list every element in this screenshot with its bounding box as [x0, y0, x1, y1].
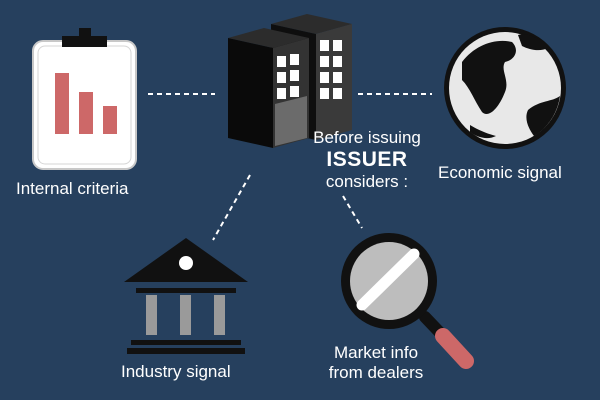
issuer-caption-line3: considers : [325, 171, 409, 191]
internal-criteria-label: Internal criteria [16, 179, 129, 198]
market-info-label: Market info from dealers [314, 343, 438, 382]
issuer-caption: Before issuing ISSUER considers : [300, 128, 434, 191]
clipboard-bar-2 [79, 92, 93, 134]
economic-signal-label: Economic signal [438, 163, 562, 182]
magnifying-glass-icon [341, 233, 474, 369]
issuer-title: ISSUER [326, 147, 408, 171]
clipboard-bar-chart-icon [32, 28, 137, 170]
clipboard-bar-3 [103, 106, 117, 134]
industry-signal-label: Industry signal [121, 362, 231, 381]
market-info-line2: from dealers [328, 362, 424, 382]
bank-building-icon [124, 238, 248, 354]
office-buildings-icon [228, 14, 352, 148]
connector-industry [212, 174, 251, 241]
bank-pillar-1 [146, 295, 157, 335]
bank-pillar-3 [214, 295, 225, 335]
market-info-line1: Market info [333, 343, 419, 362]
connector-market [342, 195, 363, 229]
issuer-caption-line1: Before issuing [313, 128, 421, 147]
clipboard-bar-1 [55, 73, 69, 134]
connectors [148, 93, 432, 241]
bank-pillar-2 [180, 295, 191, 335]
globe-icon [444, 27, 566, 149]
